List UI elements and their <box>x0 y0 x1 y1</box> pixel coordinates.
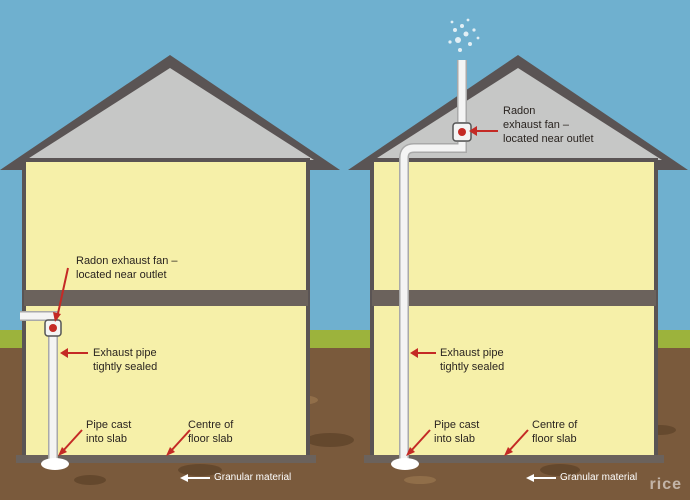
right-fan-label: Radon exhaust fan – located near outlet <box>503 105 594 145</box>
left-fan-label: Radon exhaust fan – located near outlet <box>76 255 178 281</box>
left-pipe-label: Exhaust pipe tightly sealed <box>93 347 158 373</box>
left-pipe-base <box>41 458 69 470</box>
right-roof <box>374 68 662 160</box>
radon-plume <box>448 18 480 52</box>
left-floor-band <box>24 290 308 306</box>
left-wall <box>22 158 310 459</box>
left-roof <box>26 68 314 160</box>
left-house <box>0 55 340 482</box>
right-ground-label: Granular material <box>560 472 638 483</box>
right-pipe-label: Exhaust pipe tightly sealed <box>440 347 505 373</box>
left-cast-label: Pipe cast into slab <box>86 419 132 445</box>
left-ground-label: Granular material <box>214 472 292 483</box>
right-centre-label: Centre of floor slab <box>532 419 578 445</box>
right-cast-label: Pipe cast into slab <box>434 419 480 445</box>
right-wall <box>370 158 658 459</box>
watermark-logo: rice <box>649 476 682 493</box>
left-centre-label: Centre of floor slab <box>188 419 234 445</box>
right-house <box>348 18 688 482</box>
left-slab <box>16 455 316 463</box>
right-slab <box>364 455 664 463</box>
right-floor-band <box>372 290 656 306</box>
right-pipe-base <box>391 458 419 470</box>
